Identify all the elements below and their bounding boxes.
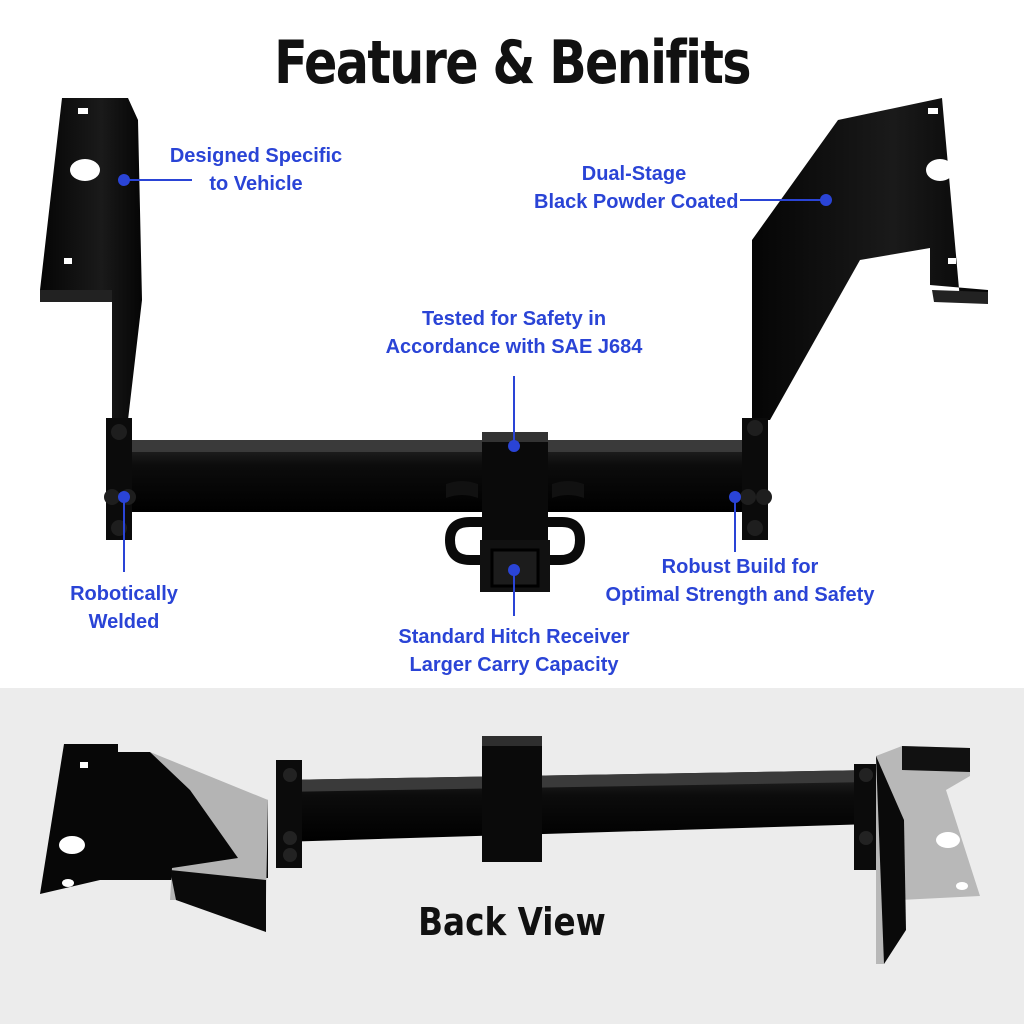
feature-line: Robotically [70,583,178,605]
callout-dot [508,564,520,576]
feature-robust-build: Robust Build for Optimal Strength and Sa… [600,553,880,609]
feature-robotically-welded: Robotically Welded [60,580,188,636]
feature-sae-tested: Tested for Safety in Accordance with SAE… [382,305,646,361]
feature-powder-coated: Dual-Stage Black Powder Coated [534,160,739,216]
feature-line: Larger Carry Capacity [409,654,619,676]
feature-line: Welded [88,611,160,633]
callout-dot [118,174,130,186]
feature-line: Optimal Strength and Safety [605,584,875,606]
feature-line: Dual-Stage [581,163,687,185]
feature-line: Accordance with SAE J684 [385,336,643,358]
callout-dot [118,491,130,503]
callout-dot [729,491,741,503]
back-view-label: Back View [418,900,606,944]
feature-line: Tested for Safety in [421,308,607,330]
back-hitch [40,736,980,964]
feature-line: to Vehicle [209,173,303,195]
feature-line: Black Powder Coated [534,191,739,213]
feature-line: Robust Build for [661,556,819,578]
feature-designed-specific: Designed Specific to Vehicle [166,142,346,198]
feature-line: Designed Specific [169,145,343,167]
callout-dot [820,194,832,206]
callout-dot [508,440,520,452]
page-title: Feature & Benifits [274,28,751,98]
feature-line: Standard Hitch Receiver [398,626,630,648]
callout-lines [118,174,832,616]
feature-hitch-receiver: Standard Hitch Receiver Larger Carry Cap… [392,623,636,679]
